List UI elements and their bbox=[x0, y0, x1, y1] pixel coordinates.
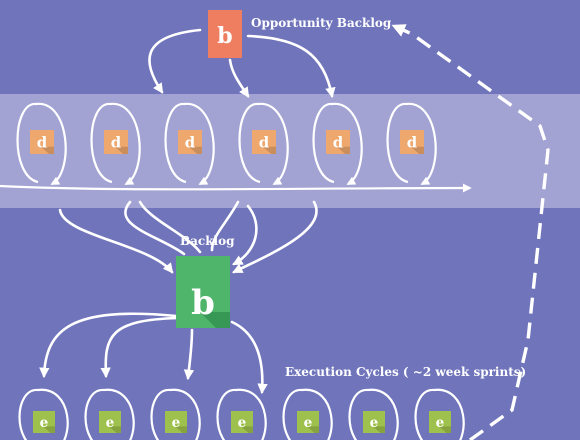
execution-icon: e bbox=[33, 411, 55, 433]
discovery-cycle-loop bbox=[90, 102, 141, 185]
execution-cycle-loop bbox=[150, 388, 201, 440]
execution-icon-letter: e bbox=[436, 415, 445, 431]
feedback-dashed-arrow bbox=[391, 24, 550, 440]
execution-cycles-title: Execution Cycles ( ~2 week sprints) bbox=[285, 365, 527, 379]
discovery-icon-letter: d bbox=[111, 133, 122, 151]
discovery-loops bbox=[16, 102, 437, 185]
execution-icon-shadow bbox=[240, 426, 253, 433]
execution-cycle-loop bbox=[84, 388, 135, 440]
execution-loops bbox=[18, 388, 465, 440]
discovery-icon-letter: d bbox=[259, 133, 270, 151]
execution-icon-letter: e bbox=[172, 415, 181, 431]
execution-icon-letter: e bbox=[304, 415, 313, 431]
discovery-icon: d bbox=[400, 130, 424, 154]
discovery-icon: d bbox=[104, 130, 128, 154]
backlog-title: Backlog bbox=[180, 234, 235, 248]
execution-icon: e bbox=[429, 411, 451, 433]
execution-icon-shadow bbox=[108, 426, 121, 433]
discovery-icon: d bbox=[30, 130, 54, 154]
discovery-band bbox=[0, 94, 580, 208]
discovery-cycle-loop bbox=[164, 102, 215, 185]
discovery-icon: d bbox=[252, 130, 276, 154]
execution-icon: e bbox=[297, 411, 319, 433]
execution-icon-letter: e bbox=[370, 415, 379, 431]
execution-cycle-loop bbox=[348, 388, 399, 440]
discovery-icon-letter: d bbox=[185, 133, 196, 151]
execution-cycle-loop bbox=[216, 388, 267, 440]
discovery-icon-letter: d bbox=[407, 133, 418, 151]
discovery-icon-shadow bbox=[40, 146, 54, 154]
discovery-icon-letter: d bbox=[37, 133, 48, 151]
execution-icon-letter: e bbox=[106, 415, 115, 431]
execution-icon: e bbox=[363, 411, 385, 433]
discovery-icon: d bbox=[178, 130, 202, 154]
discovery-icon-shadow bbox=[410, 146, 424, 154]
discovery-icon-shadow bbox=[188, 146, 202, 154]
execution-icon-letter: e bbox=[40, 415, 49, 431]
product-backlog-icon-letter: b bbox=[191, 283, 215, 323]
discovery-icon-shadow bbox=[336, 146, 350, 154]
opportunity-backlog-icon: b bbox=[208, 10, 242, 58]
discovery-icon: d bbox=[326, 130, 350, 154]
discovery-cycle-loop bbox=[312, 102, 363, 185]
discovery-cycle-loop bbox=[386, 102, 437, 185]
opportunity-to-discovery-arrows bbox=[148, 28, 336, 99]
execution-icon: e bbox=[231, 411, 253, 433]
discovery-icon-shadow bbox=[114, 146, 128, 154]
execution-icon-shadow bbox=[372, 426, 385, 433]
discovery-to-backlog-arrows bbox=[58, 200, 318, 274]
execution-icon-shadow bbox=[174, 426, 187, 433]
discovery-cycle-loop bbox=[16, 102, 67, 185]
execution-cycle-loop bbox=[282, 388, 333, 440]
execution-icon-shadow bbox=[306, 426, 319, 433]
discovery-cycle-loop bbox=[238, 102, 289, 185]
execution-icon-letter: e bbox=[238, 415, 247, 431]
opportunity-backlog-icon-letter: b bbox=[217, 23, 232, 49]
execution-cycle-loop bbox=[414, 388, 465, 440]
execution-icon-shadow bbox=[438, 426, 451, 433]
execution-icon-shadow bbox=[42, 426, 55, 433]
product-backlog-icon: b bbox=[176, 256, 230, 328]
execution-icon: e bbox=[165, 411, 187, 433]
discovery-icon-shadow bbox=[262, 146, 276, 154]
opportunity-backlog-title: Opportunity Backlog bbox=[251, 16, 392, 30]
execution-cycle-loop bbox=[18, 388, 69, 440]
discovery-timeline-arrow bbox=[0, 183, 472, 193]
backlog-to-execution-arrows bbox=[39, 312, 268, 395]
discovery-icon-letter: d bbox=[333, 133, 344, 151]
execution-icon: e bbox=[99, 411, 121, 433]
